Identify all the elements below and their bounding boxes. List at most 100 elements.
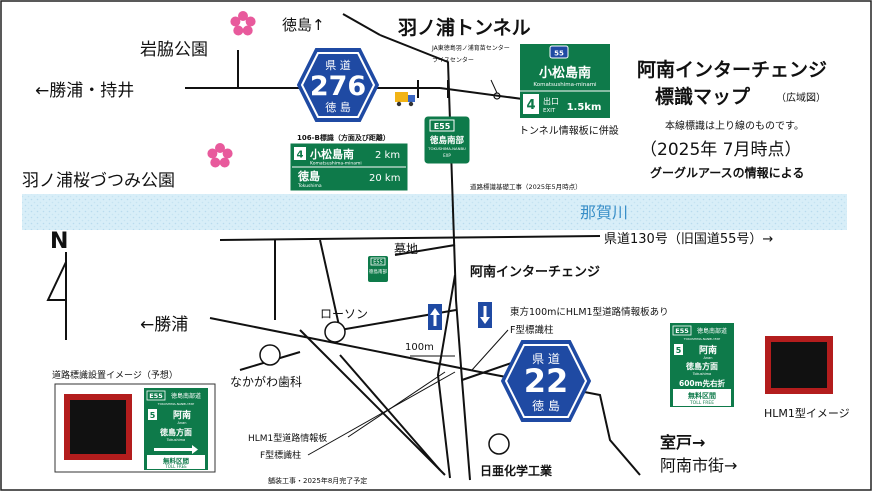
svg-text:出口: 出口 bbox=[543, 96, 559, 106]
road-diag-2 bbox=[299, 329, 446, 476]
label-hlm1-board: HLM1型道路情報板 bbox=[248, 432, 327, 444]
svg-text:Tokushima: Tokushima bbox=[692, 372, 711, 376]
label-sign-work: 道路標識基礎工事（2025年5月時点） bbox=[470, 182, 582, 191]
road-pref130 bbox=[219, 235, 601, 241]
title-date: （2025年 7月時点） bbox=[640, 140, 801, 160]
sign-106b: 4 小松島南 Komatsushima-minami 2 km 徳島 Tokus… bbox=[289, 142, 409, 192]
svg-text:E55: E55 bbox=[373, 260, 383, 266]
tunnel-portals bbox=[417, 80, 449, 98]
shield-22-num: 22 bbox=[524, 362, 569, 400]
svg-text:阿南: 阿南 bbox=[173, 409, 191, 421]
sign-e55-tokushima-nanbu: E55 徳島南部 TOKUSHIMA-NANBU EXP bbox=[424, 116, 470, 164]
svg-text:無料区間: 無料区間 bbox=[688, 391, 716, 400]
svg-text:TOKUSHIMA-NANBU: TOKUSHIMA-NANBU bbox=[427, 146, 466, 151]
leader-line bbox=[490, 79, 498, 94]
label-tunnel-board: トンネル情報板に併設 bbox=[519, 124, 619, 137]
hlm1-image-small bbox=[64, 394, 132, 460]
label-pavement: 舗装工事・2025年8月完了予定 bbox=[268, 476, 367, 485]
label-nichia: 日亜化学工業 bbox=[480, 463, 553, 478]
shield-276-num: 276 bbox=[310, 71, 366, 102]
label-f-pole: F型標識柱 bbox=[510, 324, 554, 336]
svg-text:徳島南部道: 徳島南部道 bbox=[697, 327, 727, 335]
label-rice-center: ライスセンター bbox=[432, 56, 474, 64]
svg-text:Tokushima: Tokushima bbox=[297, 183, 322, 189]
shield-276-bottom: 徳 島 bbox=[325, 100, 351, 114]
route-22-shield: 県 道 22 徳 島 bbox=[500, 340, 592, 422]
sign-e55-small: E55 徳島南部 bbox=[368, 256, 388, 282]
svg-text:小松島南: 小松島南 bbox=[309, 147, 354, 161]
svg-text:5: 5 bbox=[150, 411, 156, 420]
title-line2-small: （広域図） bbox=[776, 91, 826, 104]
sign-komatsushima-minami: 55 小松島南 Komatsushima-minami 4 出口 EXIT 1.… bbox=[520, 44, 610, 118]
svg-text:徳島方面: 徳島方面 bbox=[159, 427, 192, 437]
route-276-shield: 県 道 276 徳 島 bbox=[296, 48, 380, 122]
svg-text:Anan: Anan bbox=[178, 421, 187, 425]
svg-text:20 km: 20 km bbox=[369, 173, 400, 184]
svg-text:阿南: 阿南 bbox=[699, 344, 717, 356]
label-katsuura: ←勝浦 bbox=[140, 315, 188, 335]
svg-text:E55: E55 bbox=[675, 327, 689, 335]
svg-text:TOKUSHIMA-NANBU EXP: TOKUSHIMA-NANBU EXP bbox=[157, 402, 195, 406]
label-muroto: 室戸→ bbox=[660, 433, 705, 452]
svg-text:600m先右折: 600m先右折 bbox=[679, 378, 725, 388]
title-line1: 阿南インターチェンジ bbox=[637, 59, 827, 81]
sakura-icon bbox=[207, 143, 233, 168]
svg-text:EXP: EXP bbox=[443, 153, 451, 158]
shield-22-bottom: 徳 島 bbox=[532, 398, 560, 413]
svg-text:TOLL FREE: TOLL FREE bbox=[164, 464, 187, 469]
label-iwawaki-park: 岩脇公園 bbox=[140, 40, 208, 60]
title-note: 本線標識は上り線のものです。 bbox=[665, 119, 804, 132]
road-cemetery bbox=[394, 244, 456, 256]
svg-text:4: 4 bbox=[297, 150, 304, 161]
truck-icon bbox=[395, 92, 415, 107]
shield-276-top: 県 道 bbox=[325, 58, 351, 72]
svg-text:4: 4 bbox=[526, 98, 535, 113]
svg-text:1.5km: 1.5km bbox=[567, 102, 602, 113]
svg-text:TOKUSHIMA-NANBU EXP: TOKUSHIMA-NANBU EXP bbox=[683, 337, 721, 341]
label-pref130: 県道130号（旧国道55号）→ bbox=[604, 232, 773, 247]
label-ja-center: JA東徳島羽ノ浦育苗センター bbox=[431, 44, 510, 52]
label-anan-city: 阿南市街→ bbox=[660, 456, 737, 475]
north-label: N bbox=[50, 229, 68, 254]
svg-text:E55: E55 bbox=[149, 392, 163, 400]
nichia-marker bbox=[488, 433, 510, 455]
svg-text:E55: E55 bbox=[434, 122, 451, 131]
down-arrow-sign-icon bbox=[478, 302, 492, 328]
hlm1-image bbox=[765, 336, 833, 394]
sign-106b-caption: 106-B標識（方面及び距離） bbox=[297, 133, 390, 142]
up-arrow-sign-icon bbox=[428, 304, 442, 330]
svg-text:徳島南部: 徳島南部 bbox=[369, 268, 387, 275]
label-katsuura-mochii: ←勝浦・持井 bbox=[35, 81, 134, 101]
road-east-top bbox=[439, 87, 531, 101]
label-ic-name: 阿南インターチェンジ bbox=[470, 264, 600, 280]
label-tokushima-up: 徳島↑ bbox=[282, 16, 325, 34]
road-katsuura-ew bbox=[209, 317, 641, 476]
sign-e55-anan-east: E55 徳島南部道 TOKUSHIMA-NANBU EXP 5 阿南 Anan … bbox=[670, 323, 734, 407]
svg-text:無料区間: 無料区間 bbox=[163, 456, 190, 465]
shield-22-top: 県 道 bbox=[532, 352, 560, 366]
road-ic-ramp bbox=[436, 274, 456, 479]
svg-text:小松島南: 小松島南 bbox=[539, 65, 591, 81]
svg-text:徳島: 徳島 bbox=[297, 169, 320, 183]
label-sign-image: 道路標識設置イメージ（予想） bbox=[52, 369, 178, 381]
river-nakagawa bbox=[22, 194, 847, 230]
svg-text:2 km: 2 km bbox=[375, 150, 400, 161]
svg-text:徳島方面: 徳島方面 bbox=[685, 361, 718, 371]
svg-text:TOLL FREE: TOLL FREE bbox=[689, 400, 714, 406]
leader-line bbox=[471, 329, 509, 371]
svg-text:Tokushima: Tokushima bbox=[166, 438, 185, 442]
sign-e55-image: E55 徳島南部道 TOKUSHIMA-NANBU EXP 5 阿南 Anan … bbox=[144, 388, 208, 470]
label-100m: 100m bbox=[405, 342, 434, 353]
svg-text:Anan: Anan bbox=[704, 356, 713, 360]
roads bbox=[185, 13, 641, 481]
label-tunnel: 羽ノ浦トンネル bbox=[398, 16, 531, 39]
label-sakura-park: 羽ノ浦桜づつみ公園 bbox=[22, 171, 175, 191]
label-lawson: ローソン bbox=[320, 307, 368, 321]
leader-line bbox=[307, 371, 456, 456]
road-diag-1 bbox=[339, 354, 441, 471]
svg-text:徳島南部道: 徳島南部道 bbox=[171, 392, 201, 400]
svg-text:Komatsushima-minami: Komatsushima-minami bbox=[310, 161, 362, 167]
